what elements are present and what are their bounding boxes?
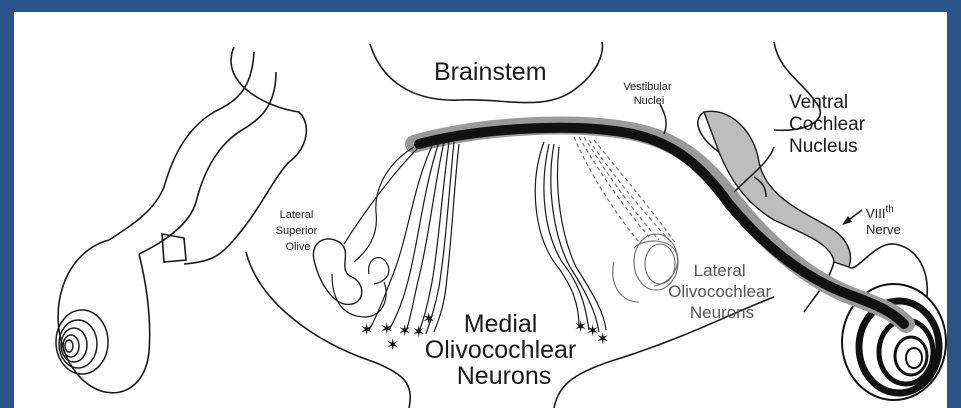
olivocochlear-diagram: ✶ ✶ ✶ ✶ ✶ ✶ ✶ ✶ ✶ [14, 12, 947, 408]
left-cochlea-spiral [56, 310, 108, 374]
svg-text:✶: ✶ [398, 323, 411, 340]
svg-text:✶: ✶ [360, 322, 373, 339]
label-lateral-olivocochlear-neurons: Lateral Olivocochlear Neurons [668, 261, 776, 322]
svg-text:✶: ✶ [380, 321, 393, 338]
medial-oc-fibers-right [535, 142, 606, 332]
lateral-oc-fibers [574, 137, 676, 244]
svg-text:✶: ✶ [386, 337, 399, 354]
label-ventral-cochlear-nucleus: Ventral Cochlear Nucleus [789, 92, 870, 157]
vestibular-collateral [660, 104, 666, 134]
left-nerve-tube [109, 52, 276, 262]
label-brainstem: Brainstem [434, 58, 547, 86]
label-viii-nerve: VIIIth Nerve [866, 200, 901, 237]
svg-text:✶: ✶ [596, 331, 609, 348]
lso-connection [344, 147, 419, 244]
svg-text:✶: ✶ [422, 311, 435, 328]
viii-nerve-arrow [842, 210, 862, 225]
label-medial-olivocochlear-neurons: Medial Olivocochlear Neurons [425, 310, 583, 390]
label-lateral-superior-olive: Lateral Superior Olive [276, 209, 321, 253]
illustration-canvas: ✶ ✶ ✶ ✶ ✶ ✶ ✶ ✶ ✶ [14, 12, 947, 408]
lateral-superior-olive-left [313, 239, 361, 305]
label-vestibular-nuclei: Vestibular Nuclei [623, 81, 674, 107]
lateral-superior-olive-left-inner [369, 258, 389, 284]
medial-oc-fibers-left [354, 142, 459, 334]
left-cochlea-capsule [58, 240, 150, 393]
